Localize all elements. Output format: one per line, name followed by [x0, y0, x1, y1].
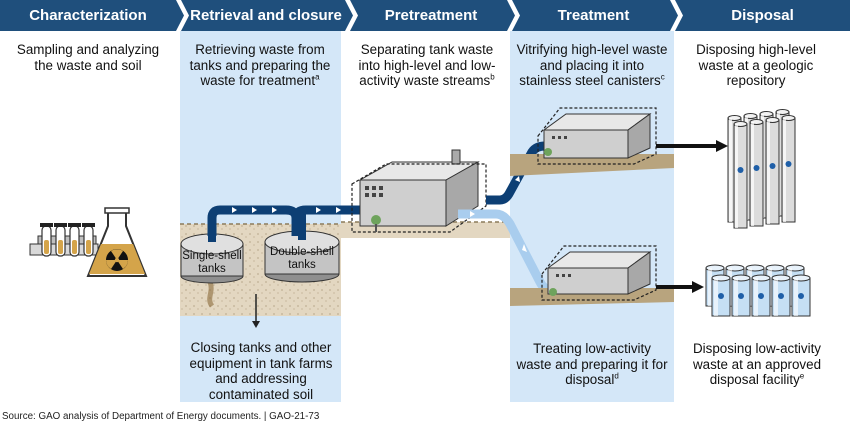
source-note: Source: GAO analysis of Department of En… [2, 411, 320, 422]
low-activity-disposal-description: Disposing low-activity waste at an appro… [692, 341, 822, 387]
header-characterization: Characterization [29, 7, 147, 24]
closure-description: Closing tanks and other equipment in tan… [189, 340, 333, 402]
header-bar-characterization [0, 0, 184, 31]
single-shell-tank-icon [180, 218, 244, 284]
low-activity-facility-icon [541, 245, 657, 301]
disposal-description: Disposing high-level waste at a geologic… [696, 42, 816, 88]
canister [765, 117, 780, 225]
characterization-description: Sampling and analyzing the waste and soi… [16, 42, 160, 73]
drum [751, 274, 771, 317]
drum [711, 274, 731, 317]
header-disposal: Disposal [731, 7, 794, 24]
drum [771, 274, 791, 317]
retrieval-description: Retrieving waste from tanks and preparin… [189, 42, 331, 88]
vitrification-facility-icon [537, 107, 657, 165]
header-treatment: Treatment [557, 7, 630, 24]
canister [733, 121, 748, 229]
low-activity-drums-icon [705, 264, 811, 317]
retrieval-highlight [180, 31, 341, 402]
header-bar-pretreatment [350, 0, 515, 31]
treatment-highlight [510, 31, 674, 402]
low-activity-treatment-description: Treating low-activity waste and preparin… [516, 341, 668, 387]
lab-equipment-icon [29, 207, 148, 277]
header-pretreatment: Pretreatment [384, 7, 478, 24]
pretreatment-description: Separating tank waste into high-level an… [358, 42, 496, 88]
double-shell-tanks-label: Double-shell tanks [270, 246, 334, 271]
pretreatment-facility-icon [351, 149, 487, 233]
header-retrieval-and-closure: Retrieval and closure [190, 7, 342, 24]
drum [731, 274, 751, 317]
treatment-description: Vitrifying high-level waste and placing … [516, 42, 668, 88]
header-bar-treatment [512, 0, 678, 31]
retrieval-pipe [207, 205, 362, 236]
header-bar-retrieval [181, 0, 353, 31]
canister [749, 119, 764, 227]
double-shell-tank-icon [264, 212, 340, 283]
high-level-canisters-icon [727, 109, 796, 229]
single-shell-tanks-label: Single-shell tanks [182, 250, 242, 275]
drum [791, 274, 811, 317]
header-bar-disposal [675, 0, 850, 31]
canister [781, 115, 796, 223]
treatment-ground-upper [510, 154, 674, 176]
